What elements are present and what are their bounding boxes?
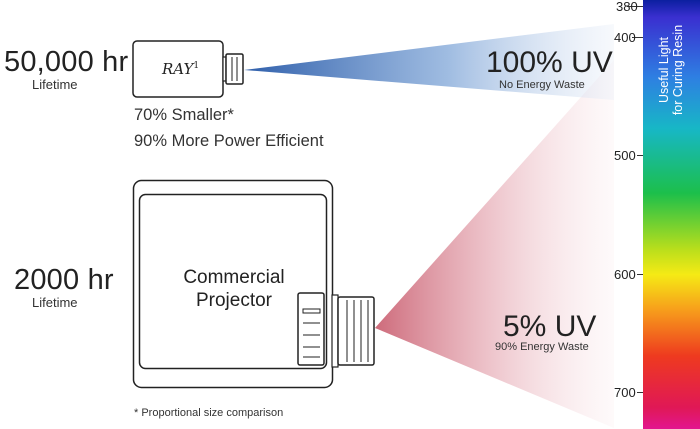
ray-light-beam xyxy=(244,24,614,100)
tick-mark-600 xyxy=(637,274,643,275)
projector-lifetime-value: 2000 hr xyxy=(14,264,114,296)
tick-mark-400 xyxy=(632,37,643,38)
tick-label-500: 500 xyxy=(614,148,636,163)
tick-mark-500 xyxy=(637,155,643,156)
projector-lifetime-label: Lifetime xyxy=(32,295,78,310)
tick-label-400: 400 xyxy=(614,30,636,45)
tick-label-700: 700 xyxy=(614,385,636,400)
ray-lifetime-value: 50,000 hr xyxy=(4,46,129,78)
visible-spectrum-bar xyxy=(643,0,700,429)
useful-light-label-line2: for Curing Resin xyxy=(671,24,685,116)
projector-uv-note: 90% Energy Waste xyxy=(495,341,589,353)
tick-label-600: 600 xyxy=(614,267,636,282)
projector-label: Commercial Projector xyxy=(150,266,318,312)
tick-label-380: 380 xyxy=(616,0,638,14)
ray-logo: RAY1 xyxy=(162,60,199,78)
ray-device-icon xyxy=(132,40,244,98)
projector-uv-percent: 5% UV xyxy=(503,310,597,343)
ray-feature-power: 90% More Power Efficient xyxy=(134,132,324,150)
ray-lifetime-label: Lifetime xyxy=(32,77,78,92)
tick-mark-380 xyxy=(627,6,643,7)
ray-uv-note: No Energy Waste xyxy=(499,79,585,91)
projector-label-line1: Commercial xyxy=(183,267,285,288)
projector-light-beam xyxy=(375,60,614,428)
ray-uv-percent: 100% UV xyxy=(486,46,613,79)
footnote: * Proportional size comparison xyxy=(134,407,284,419)
ray-logo-superscript: 1 xyxy=(193,61,200,71)
useful-light-label: Useful Light for Curing Resin xyxy=(657,10,687,130)
projector-label-line2: Projector xyxy=(195,290,273,311)
ray-feature-size: 70% Smaller* xyxy=(134,106,234,124)
commercial-projector-icon xyxy=(132,179,375,389)
tick-mark-700 xyxy=(637,392,643,393)
useful-light-label-line1: Useful Light xyxy=(657,37,671,104)
ray-logo-text: RAY xyxy=(162,60,194,78)
